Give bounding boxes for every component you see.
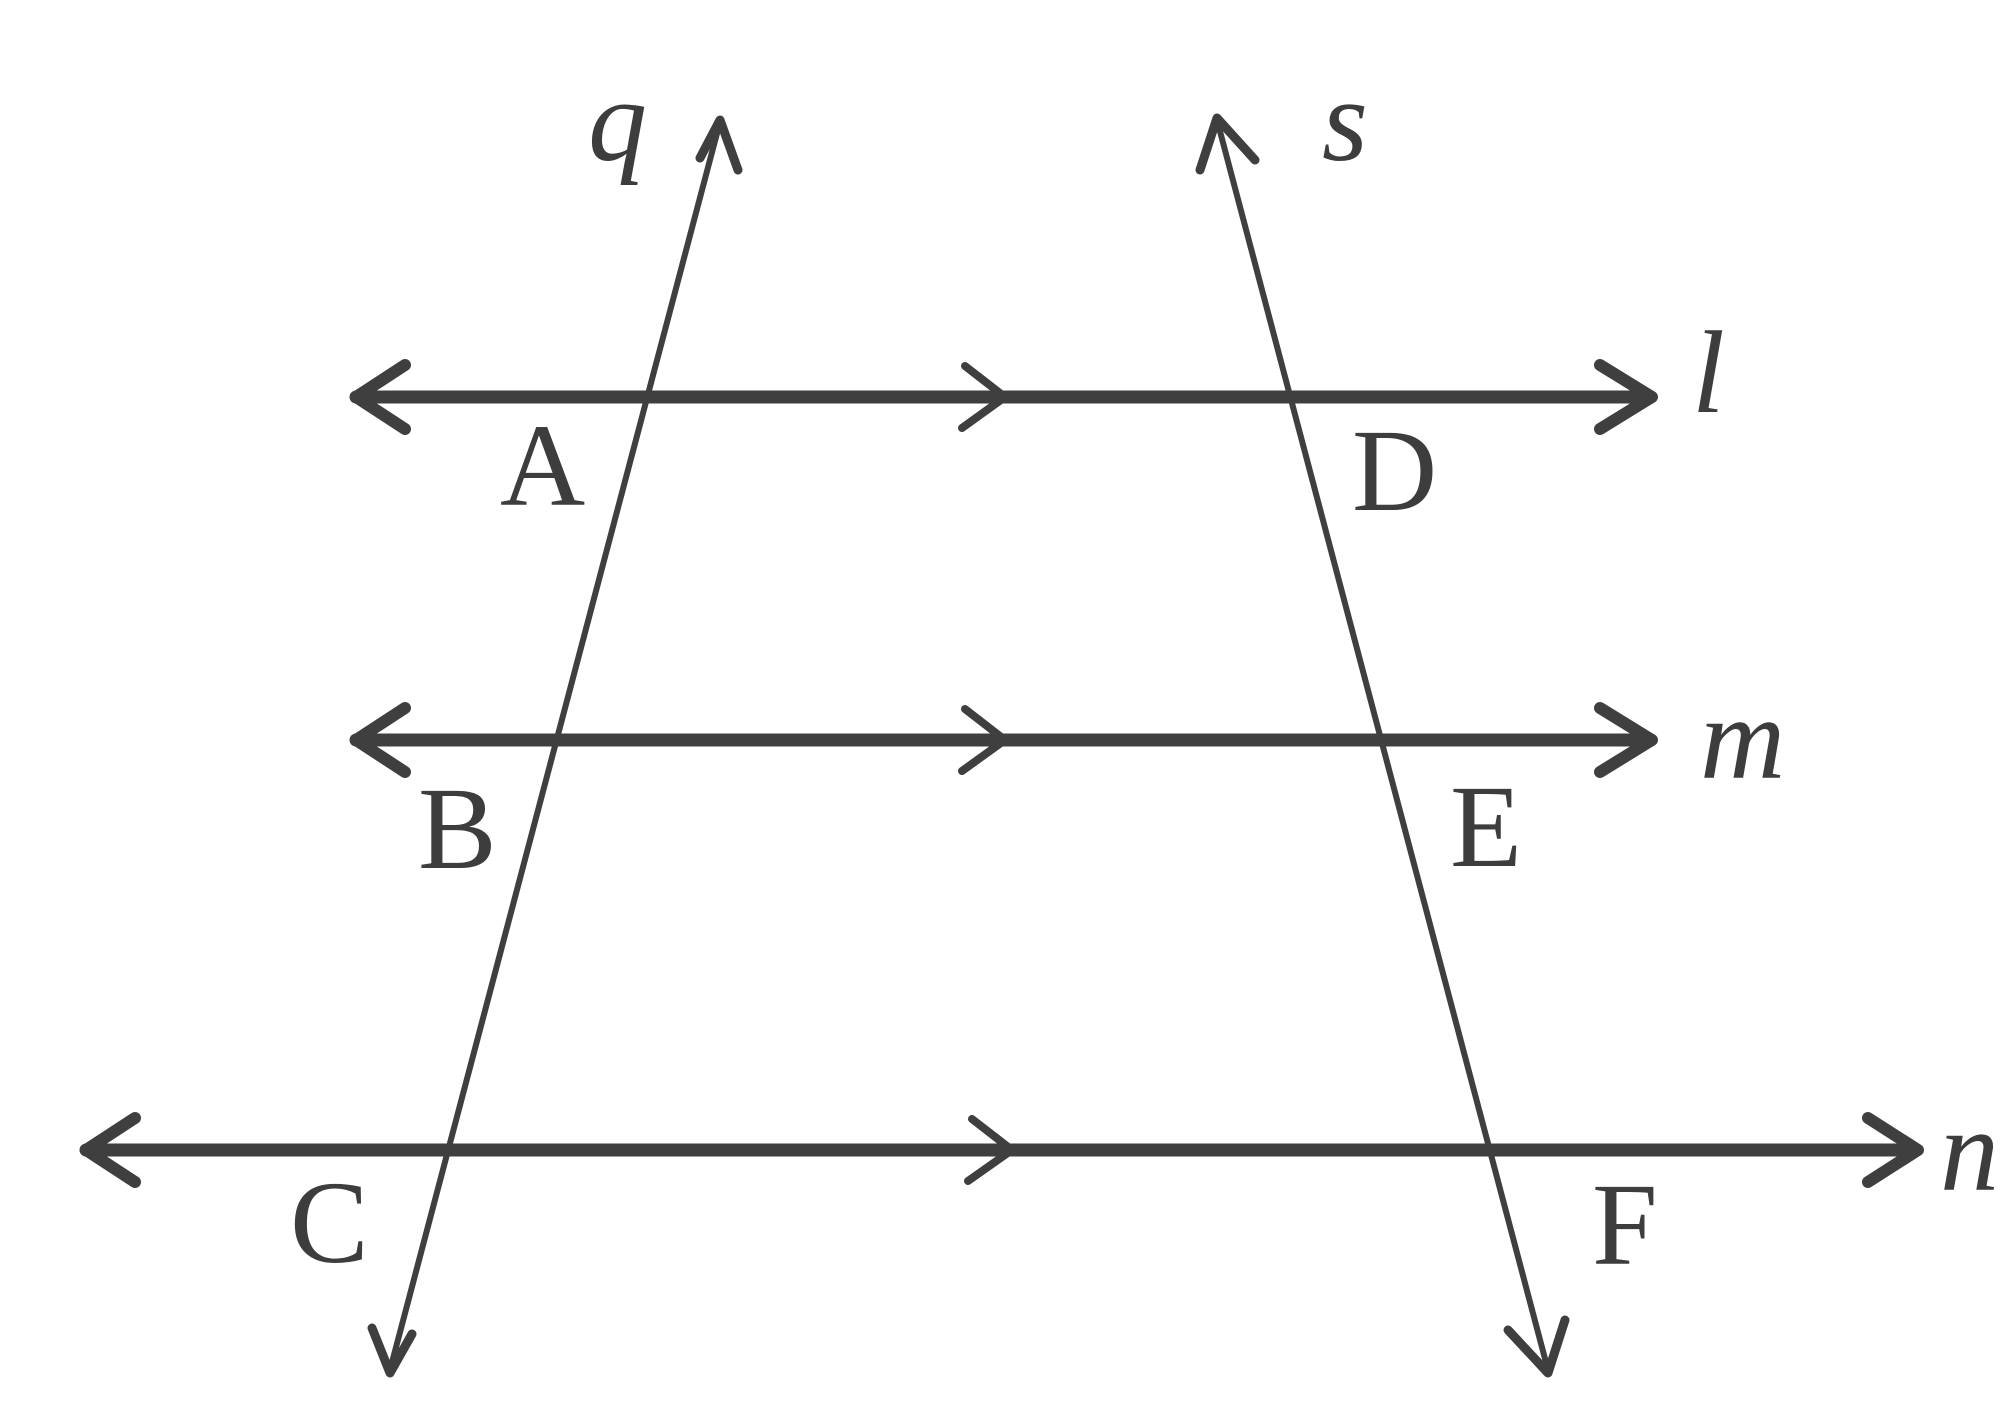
parallel-mark-l [958,362,1009,432]
label-point-c: C [290,1157,369,1288]
transversal-s [1195,113,1570,1378]
label-point-d: D [1352,405,1437,536]
line-l [349,359,1658,435]
line-m [349,702,1658,778]
parallel-mark-m [958,705,1009,775]
label-l: l [1692,307,1725,438]
label-n: n [1940,1085,1999,1216]
label-point-b: B [418,763,497,894]
label-point-e: E [1450,761,1522,892]
label-m: m [1700,673,1785,804]
label-s: s [1322,55,1368,186]
line-n [79,1112,1924,1188]
label-point-a: A [500,400,585,531]
label-point-f: F [1592,1159,1658,1290]
parallel-mark-n [964,1115,1016,1185]
transversal-q [367,115,743,1378]
label-q: q [588,55,647,186]
